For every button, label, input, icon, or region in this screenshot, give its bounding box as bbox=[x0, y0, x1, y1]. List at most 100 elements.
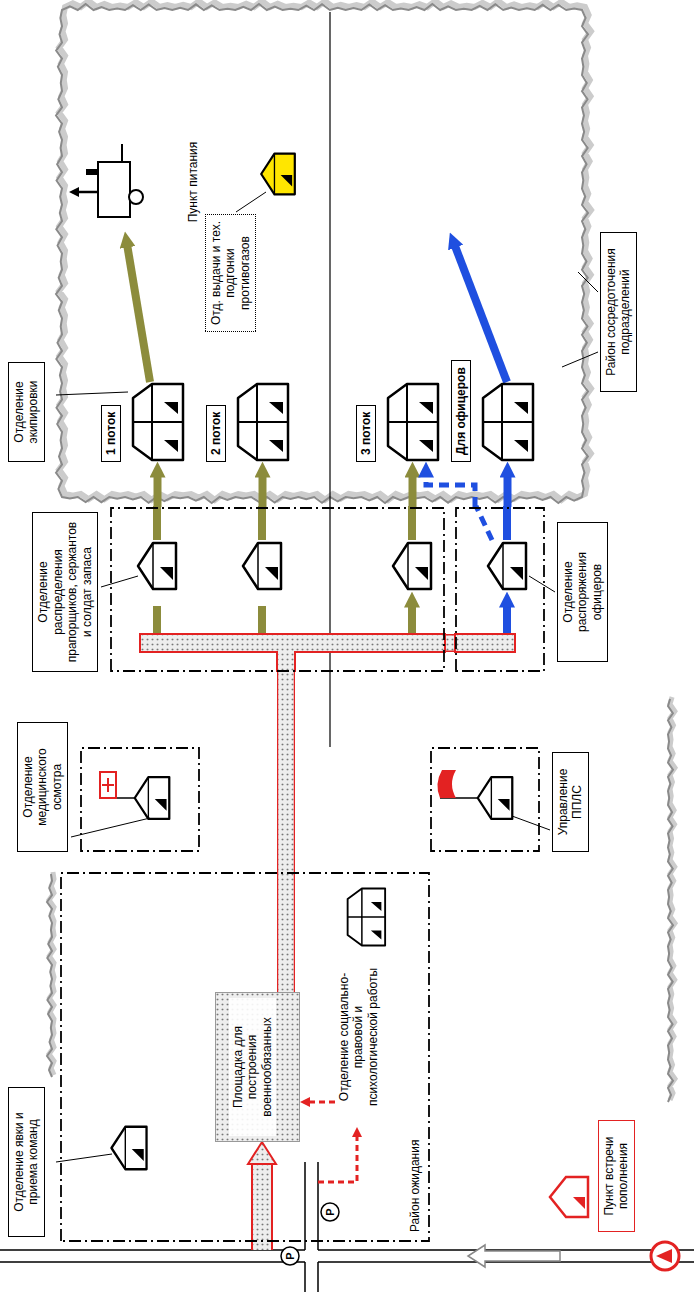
building-outline bbox=[130, 382, 185, 462]
node-text: Отд. выдачи и тех. подгонки противогазов bbox=[209, 220, 252, 326]
tent bbox=[393, 543, 431, 589]
post-letter: Р bbox=[325, 1208, 336, 1215]
flow-arrow bbox=[504, 476, 512, 507]
leader-line bbox=[56, 392, 128, 395]
gas-mask-tent bbox=[261, 154, 295, 195]
label-box: Пункт встречи пополнения bbox=[598, 1120, 635, 1232]
node-text: 2 поток bbox=[206, 405, 226, 462]
node-text: Площадка для построения военнообязанных bbox=[229, 998, 276, 1136]
node-text: Для офицеров bbox=[451, 360, 471, 462]
assembly-ground: Площадка для построения военнообязанных bbox=[215, 992, 300, 1142]
label-box: Отделение явки и приема команд bbox=[8, 1087, 45, 1237]
road-lines bbox=[0, 1162, 694, 1292]
meeting-tent-door bbox=[573, 1197, 585, 1209]
entry-arrow bbox=[251, 1164, 273, 1250]
node-text: Отделение явки и приема команд bbox=[12, 1093, 41, 1231]
distribution-band bbox=[140, 606, 515, 672]
label-box: Отделение экипировки bbox=[8, 362, 45, 462]
leader-line bbox=[512, 816, 550, 830]
exit-arrow bbox=[78, 191, 97, 194]
field-kitchen bbox=[78, 144, 143, 217]
dash-dot-border bbox=[111, 508, 444, 671]
flow-arrow bbox=[259, 476, 267, 507]
flow-arrow bbox=[154, 476, 162, 507]
forest-outline bbox=[47, 874, 52, 1077]
equipment-building: 1 поток bbox=[130, 382, 185, 462]
node-text: Отделение распределения прапорщиков, сер… bbox=[32, 512, 98, 672]
dash-dot-border bbox=[81, 748, 199, 851]
node-text: Отделение медицинского осмотра bbox=[17, 722, 68, 852]
flow-arrow bbox=[127, 246, 150, 382]
tent bbox=[243, 543, 281, 589]
road bbox=[0, 1162, 694, 1292]
entry-arrow-head bbox=[248, 1142, 276, 1164]
leader-line bbox=[56, 1154, 112, 1162]
leader-line bbox=[236, 192, 266, 212]
region-outline bbox=[80, 747, 200, 852]
building-shape bbox=[133, 384, 183, 460]
building-shape bbox=[388, 384, 438, 460]
post-letter: Р bbox=[285, 1252, 296, 1259]
area-region: Управление ППЛС bbox=[430, 747, 540, 852]
flow-arrow bbox=[503, 606, 511, 633]
building-shape bbox=[238, 384, 288, 460]
text-node: Отделение социально-правовой и психологи… bbox=[335, 957, 382, 1117]
region-outline bbox=[110, 507, 445, 672]
node-text: Отделение распоряжения офицеров bbox=[557, 522, 608, 662]
node-text: Отделение социально-правовой и психологи… bbox=[337, 959, 380, 1115]
flow-arrow bbox=[309, 1101, 335, 1104]
forest-outline bbox=[56, 4, 588, 503]
node-text: Пункт встречи пополнения bbox=[602, 1126, 631, 1226]
leader-line bbox=[101, 576, 138, 587]
building-outline bbox=[235, 382, 290, 462]
region-outline bbox=[430, 747, 540, 852]
flow-tail bbox=[157, 506, 412, 540]
command-tent bbox=[478, 777, 513, 819]
entry-dashed-arrow bbox=[318, 1136, 357, 1182]
forest-outline bbox=[668, 699, 673, 1102]
equipment-building: 2 поток bbox=[235, 382, 290, 462]
cross-flag bbox=[100, 772, 116, 798]
dotted-ground bbox=[216, 993, 300, 1142]
equipment-building: Для офицеров bbox=[480, 382, 535, 462]
area-region: Отделение медицинского осмотра bbox=[80, 747, 200, 852]
label-box: Район сосредоточения подразделений bbox=[600, 232, 637, 392]
flow-tail bbox=[503, 506, 511, 540]
node-text: Отделение экипировки bbox=[12, 368, 41, 456]
band-edge bbox=[277, 651, 295, 672]
node-text: Пункт питания bbox=[186, 132, 200, 232]
dash-dot-border bbox=[61, 873, 429, 1241]
building-shape bbox=[483, 384, 533, 460]
medical-tent bbox=[135, 777, 170, 819]
meeting-tent bbox=[550, 1177, 588, 1217]
entry-arrow bbox=[253, 1163, 271, 1250]
flow-tail bbox=[476, 506, 492, 540]
flow-arrow bbox=[157, 606, 412, 633]
forest-shadow bbox=[59, 1, 591, 500]
tent bbox=[138, 543, 176, 589]
kitchen-hitch bbox=[121, 144, 123, 162]
kitchen-wheel bbox=[129, 190, 143, 204]
food-point: Пункт питания bbox=[85, 132, 200, 232]
leader-line bbox=[71, 818, 150, 837]
flow-arrow bbox=[409, 476, 417, 507]
kitchen-chimney bbox=[86, 169, 98, 175]
social-building bbox=[348, 889, 386, 946]
area-region: Отделение распределения прапорщиков, сер… bbox=[110, 507, 445, 672]
meeting-sign-triangle bbox=[656, 1249, 672, 1263]
leader-line bbox=[529, 576, 555, 592]
red-flag bbox=[437, 770, 456, 798]
dash-dot-border bbox=[431, 748, 539, 851]
kitchen-body bbox=[98, 162, 130, 217]
leader-line bbox=[562, 352, 598, 367]
node-text: Район ожидания bbox=[408, 1140, 422, 1232]
label-box: Отд. выдачи и тех. подгонки противогазов bbox=[205, 214, 256, 332]
area-region: Район ожидания Площадка для построения во… bbox=[60, 872, 430, 1242]
layout-part bbox=[127, 246, 507, 1102]
leader-line bbox=[578, 272, 598, 292]
node-text: 3 поток bbox=[356, 405, 376, 462]
area-region: Отделение распоряжения офицеров bbox=[455, 507, 545, 672]
dash-dot-border bbox=[456, 508, 544, 671]
